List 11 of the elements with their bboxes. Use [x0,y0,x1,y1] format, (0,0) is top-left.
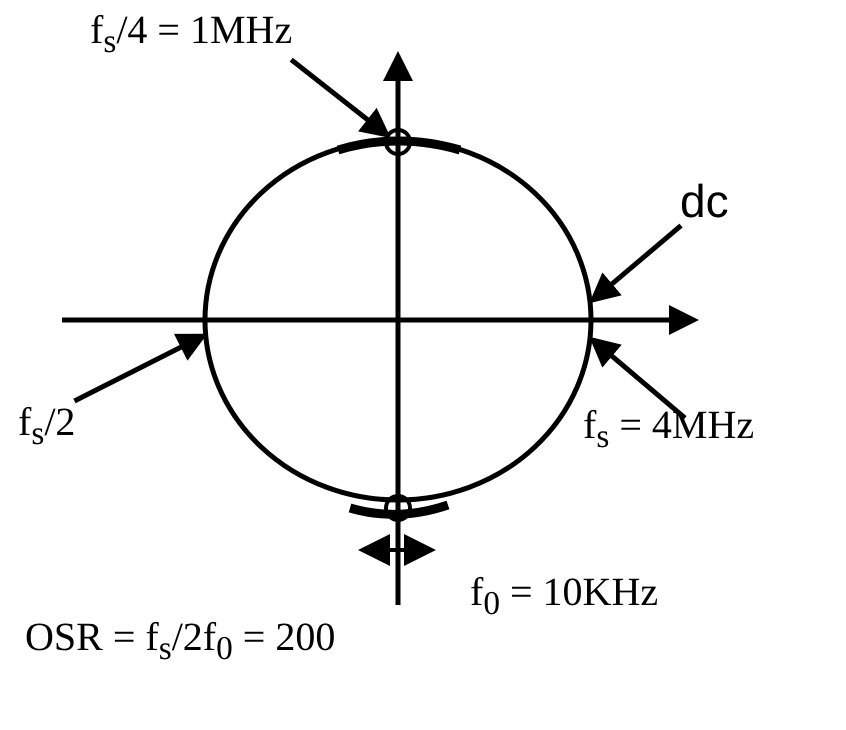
dc-label: dc [680,176,729,227]
leader-arrow [290,58,391,138]
ratio-formula: OSR = f$_{s}$/2f$_{0}$ = 200 [25,615,336,668]
leader-arrow [589,224,683,304]
frequency-label: f$_{s}$/4 = 1MHz [90,8,292,61]
frequency-label: f$_{s}$/2 [18,400,76,453]
frequency-label: f$_{s}$ = 4MHz [583,403,754,456]
frequency-label: f$_{0}$ = 10KHz [470,570,658,623]
frequency-marker [383,127,413,157]
frequency-marker [383,493,413,523]
leader-arrow [589,336,687,420]
